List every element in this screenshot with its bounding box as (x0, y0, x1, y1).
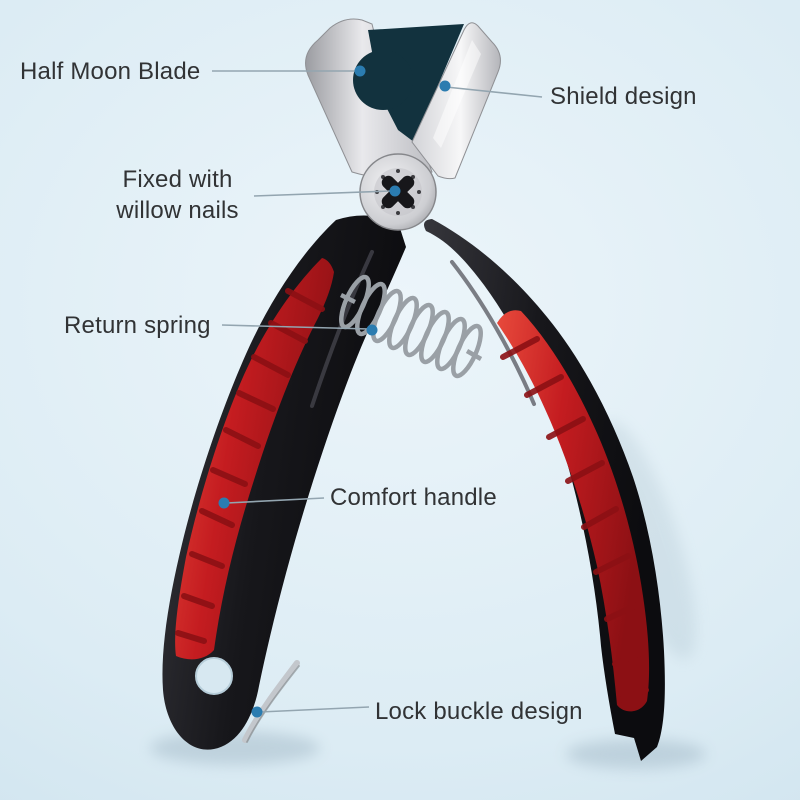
right-handle (424, 219, 665, 761)
label-half-moon-blade: Half Moon Blade (20, 58, 201, 85)
callouts (212, 65, 543, 718)
callout-line-shield-design (445, 86, 543, 98)
callout-dot-willow-nails (389, 185, 401, 197)
callout-dot-comfort-handle (218, 497, 230, 509)
return-spring (339, 274, 483, 379)
label-comfort-handle: Comfort handle (330, 484, 497, 511)
callout-line-comfort-handle (226, 497, 325, 504)
lock-pin (242, 660, 300, 743)
callout-dot-return-spring (366, 324, 378, 336)
handle-hole (195, 657, 233, 695)
label-lock-buckle-design: Lock buckle design (375, 698, 583, 725)
label-return-spring: Return spring (64, 312, 211, 339)
label-shield-design: Shield design (550, 83, 697, 110)
callout-dot-lock-buckle (251, 706, 263, 718)
callout-line-lock-buckle (259, 706, 370, 713)
callout-dot-shield-design (439, 80, 451, 92)
callout-dot-half-moon-blade (354, 65, 366, 77)
blade-right-highlight (433, 40, 481, 148)
grip-right (497, 310, 650, 712)
label-fixed-with-willow-nails: Fixed with willow nails (116, 166, 239, 224)
callout-line-return-spring (221, 324, 370, 330)
grip-right-ridges (500, 336, 649, 703)
callout-line-willow-nails (253, 190, 392, 197)
left-handle-highlight (310, 250, 374, 408)
half-moon-notch (353, 50, 413, 110)
left-handle (162, 215, 406, 750)
right-handle-highlight (450, 260, 536, 406)
